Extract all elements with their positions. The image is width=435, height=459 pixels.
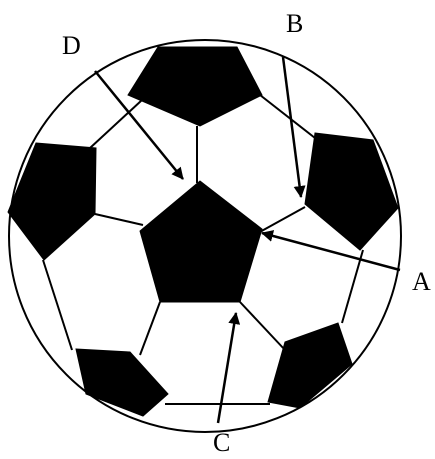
label-a: A bbox=[412, 267, 431, 296]
label-c: C bbox=[213, 428, 230, 457]
label-b: B bbox=[286, 9, 303, 38]
label-d: D bbox=[62, 31, 81, 60]
